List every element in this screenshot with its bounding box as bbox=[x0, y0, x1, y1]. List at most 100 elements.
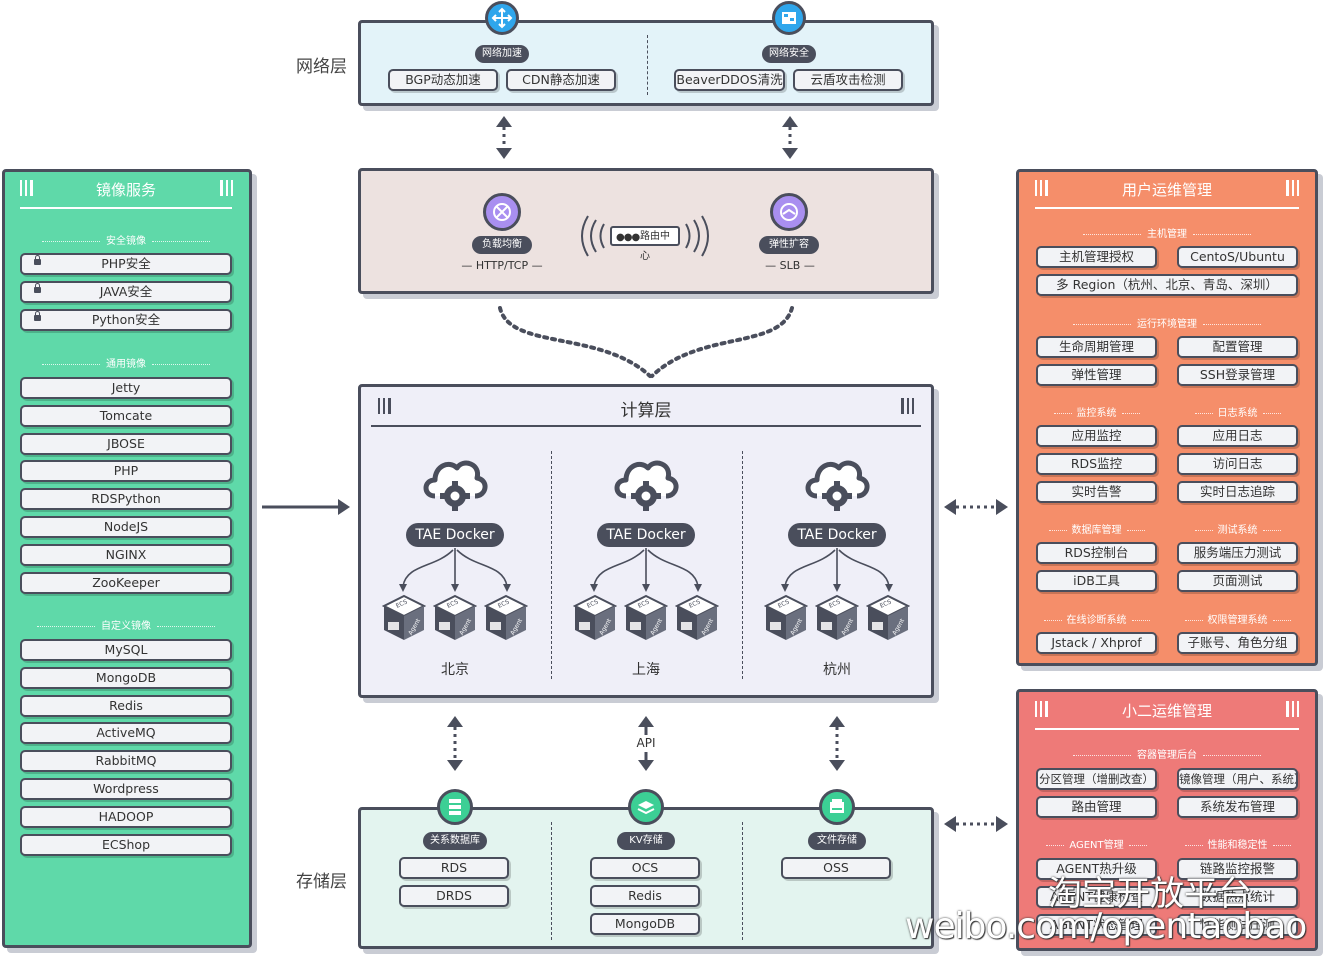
region-city-label: 杭州 bbox=[823, 662, 851, 678]
mirror-item: MySQL bbox=[20, 639, 232, 661]
gateway-compute-curve-right bbox=[650, 306, 794, 378]
cloud-gear-icon bbox=[423, 460, 488, 511]
mirror-bars-right-icon bbox=[220, 180, 234, 200]
auto-scale-tag: 弹性扩容 bbox=[759, 236, 819, 254]
env-section-label: 运行环境管理 bbox=[1035, 315, 1299, 330]
mirror-item: NGINX bbox=[20, 543, 232, 566]
log-item: 实时日志追踪 bbox=[1177, 481, 1298, 503]
storage-divider bbox=[742, 822, 743, 940]
db-item: iDB工具 bbox=[1036, 570, 1157, 592]
tae-docker-tag: TAE Docker bbox=[788, 523, 886, 547]
mirror-item: Wordpress bbox=[20, 778, 232, 800]
mirror-item: HADOOP bbox=[20, 805, 232, 828]
route-center-badge: ●●● 路由中心 bbox=[610, 226, 680, 262]
kv-item: MongoDB bbox=[590, 913, 700, 935]
network-accel-tag: 网络加速 bbox=[475, 45, 529, 63]
load-balance-protocol: — HTTP/TCP — bbox=[461, 259, 543, 272]
kv-tag: KV存储 bbox=[617, 832, 675, 850]
compute-storage-arrow-middle bbox=[638, 716, 654, 771]
compute-title: 计算层 bbox=[620, 401, 672, 421]
svg-text:ECS: ECS bbox=[395, 598, 409, 609]
admin-ops-title-rule bbox=[1035, 728, 1299, 730]
database-icon bbox=[437, 789, 473, 825]
api-label: API bbox=[636, 736, 656, 750]
svg-text:ECS: ECS bbox=[497, 598, 511, 609]
mirror-item: ActiveMQ bbox=[20, 722, 232, 745]
db-section-label: 数据库管理 bbox=[1036, 521, 1157, 536]
compute-divider bbox=[742, 451, 743, 679]
env-item: 生命周期管理 bbox=[1036, 336, 1157, 358]
mirror-section-label: 通用镜像 bbox=[20, 355, 232, 370]
log-item: 应用日志 bbox=[1177, 425, 1298, 447]
route-center-dots-icon: ●●● bbox=[616, 232, 640, 243]
env-item: 配置管理 bbox=[1177, 336, 1298, 358]
host-item: 主机管理授权 bbox=[1036, 246, 1157, 268]
file-item: OSS bbox=[781, 857, 891, 879]
mirror-bars-left-icon bbox=[20, 180, 34, 200]
region-city-label: 北京 bbox=[441, 662, 469, 678]
monitor-item: 实时告警 bbox=[1036, 481, 1157, 503]
admin-ops-bars-left-icon bbox=[1035, 701, 1049, 721]
tae-docker-tag: TAE Docker bbox=[406, 523, 504, 547]
perf-item: 性能测试压测 bbox=[1177, 914, 1298, 936]
mirror-item: RabbitMQ bbox=[20, 750, 232, 773]
admin-ops-bars-right-icon bbox=[1286, 701, 1300, 721]
compute-storage-arrow-right bbox=[829, 716, 845, 771]
mirror-item: PHP bbox=[20, 460, 232, 483]
mirror-section-label: 自定义镜像 bbox=[20, 617, 232, 632]
mirror-item: Jetty bbox=[20, 377, 232, 399]
test-section-label: 测试系统 bbox=[1177, 521, 1298, 536]
env-item: 弹性管理 bbox=[1036, 364, 1157, 386]
auto-scale-icon bbox=[770, 193, 808, 231]
lock-icon bbox=[34, 310, 41, 321]
file-storage-icon bbox=[819, 789, 855, 825]
mirror-item: PHP安全 bbox=[20, 253, 232, 275]
host-section-label: 主机管理 bbox=[1035, 225, 1299, 240]
svg-text:ECS: ECS bbox=[828, 598, 842, 609]
network-item: BGP动态加速 bbox=[388, 69, 498, 91]
monitor-item: 应用监控 bbox=[1036, 425, 1157, 447]
mirror-item: MongoDB bbox=[20, 666, 232, 689]
mirror-item: ZooKeeper bbox=[20, 571, 232, 594]
monitor-item: RDS监控 bbox=[1036, 453, 1157, 475]
user-ops-bars-right-icon bbox=[1286, 180, 1300, 200]
kv-store-icon bbox=[628, 789, 664, 825]
cloud-gear-icon bbox=[614, 460, 679, 511]
auto-scale-protocol: — SLB — bbox=[765, 259, 815, 272]
network-divider bbox=[647, 35, 648, 95]
docker-branch-arrows bbox=[781, 548, 893, 592]
db-item: RDS控制台 bbox=[1036, 542, 1157, 564]
agent-item: AGENT状态管理 bbox=[1036, 914, 1157, 936]
compute-bars-left-icon bbox=[378, 398, 392, 418]
wireless-signal-icon bbox=[581, 215, 709, 257]
network-security-icon bbox=[772, 1, 806, 35]
user-ops-title-rule bbox=[1035, 207, 1299, 209]
rdb-item: DRDS bbox=[399, 885, 509, 907]
mirror-item: JBOSE bbox=[20, 432, 232, 455]
mirror-item: Tomcate bbox=[20, 404, 232, 427]
user-ops-title: 用户运维管理 bbox=[1121, 181, 1212, 199]
mirror-section-label: 安全镜像 bbox=[20, 232, 232, 247]
watermark-line1: 淘宝开放平台 bbox=[1048, 874, 1252, 914]
lock-icon bbox=[34, 255, 41, 265]
svg-text:ECS: ECS bbox=[446, 598, 460, 609]
region-city-label: 上海 bbox=[632, 662, 660, 678]
svg-text:ECS: ECS bbox=[688, 598, 702, 609]
network-security-tag: 网络安全 bbox=[762, 45, 816, 63]
compute-userops-arrow bbox=[944, 499, 1008, 515]
mirror-service-title: 镜像服务 bbox=[95, 181, 156, 199]
kv-item: OCS bbox=[590, 857, 700, 879]
diag-item: Jstack / Xhprof bbox=[1036, 632, 1157, 654]
compute-storage-arrow-left bbox=[447, 716, 463, 771]
network-layer-label: 网络层 bbox=[296, 57, 347, 77]
agent-section-label: AGENT管理 bbox=[1036, 836, 1157, 851]
mirror-item: Redis bbox=[20, 694, 232, 717]
